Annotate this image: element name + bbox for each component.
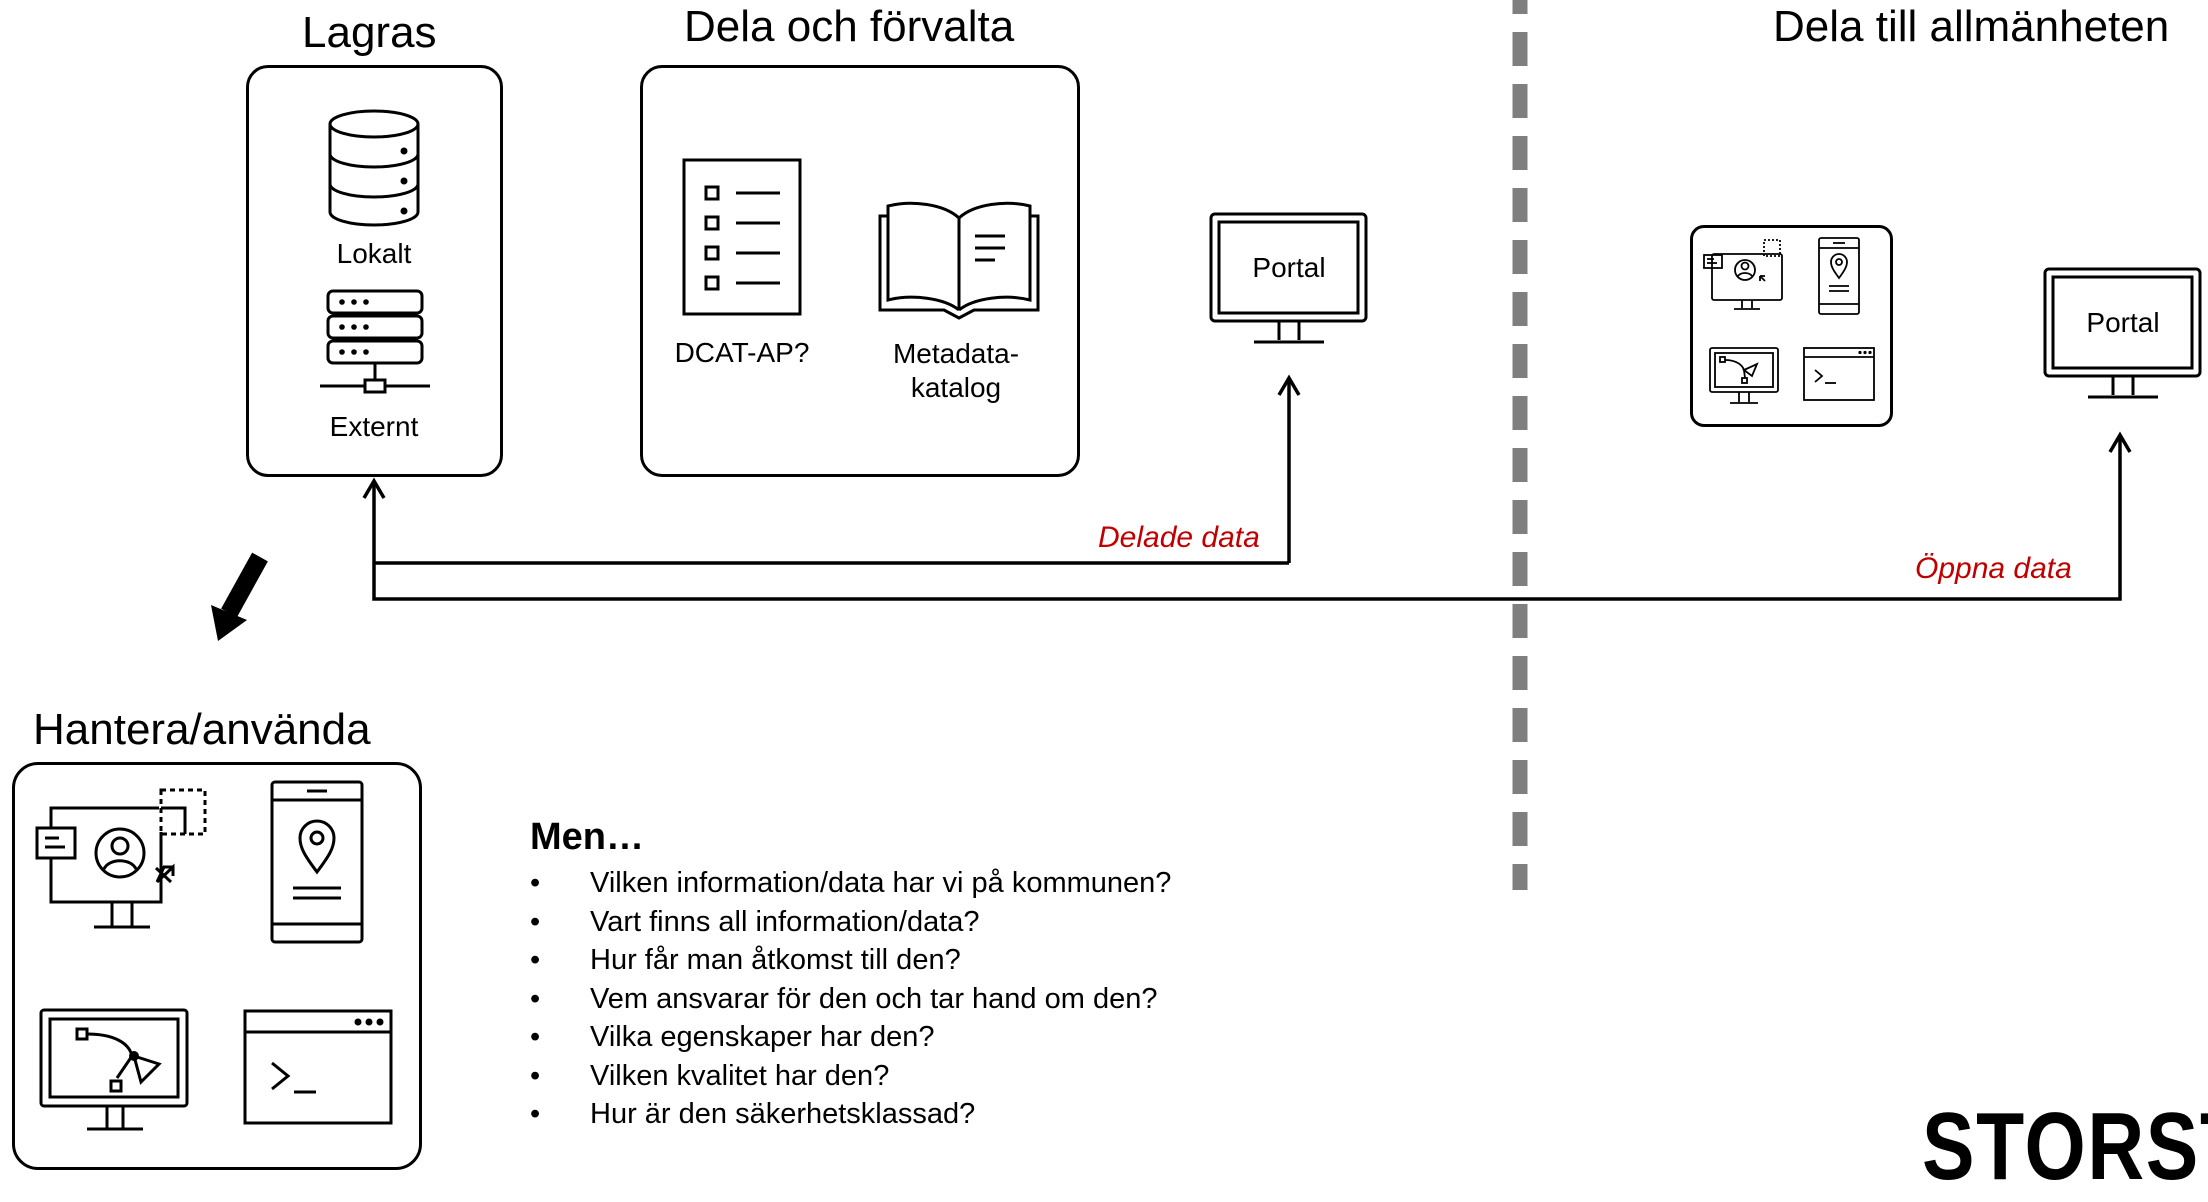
question-item: Vem ansvarar för den och tar hand om den… xyxy=(530,980,1171,1019)
dcat-label: DCAT-AP? xyxy=(674,337,810,368)
portal-label: Portal xyxy=(1252,252,1326,283)
server-icon xyxy=(320,289,430,394)
catalog-label: Metadata- katalog xyxy=(876,337,1036,405)
question-item: Vilken kvalitet har den? xyxy=(530,1057,1171,1096)
mobile-map-icon xyxy=(270,780,364,944)
question-item: Hur får man åtkomst till den? xyxy=(530,941,1171,980)
portal-monitor-icon xyxy=(1209,212,1368,344)
question-item: Hur är den säkerhetsklassad? xyxy=(530,1095,1171,1134)
storage-box xyxy=(246,65,503,477)
question-item: Vart finns all information/data? xyxy=(530,903,1171,942)
question-item: Vilka egenskaper har den? xyxy=(530,1018,1171,1057)
heading-hantera: Hantera/använda xyxy=(33,705,371,754)
public-portal-label: Portal xyxy=(2086,307,2160,338)
manage-box xyxy=(640,65,1080,477)
checklist-icon xyxy=(682,158,802,316)
open-data-arrow xyxy=(372,435,2122,601)
brand-logo: STORST xyxy=(1922,1093,2208,1200)
heading-dela-allmanheten: Dela till allmänheten xyxy=(1773,2,2170,51)
usage-box xyxy=(12,762,422,1170)
heading-dela-forvalta: Dela och förvalta xyxy=(684,2,1015,51)
question-item: Vilken information/data har vi på kommun… xyxy=(530,864,1171,903)
catalog-label-line2: katalog xyxy=(910,372,1002,403)
down-left-arrow-icon xyxy=(211,552,268,641)
heading-lagras: Lagras xyxy=(302,8,437,57)
questions-list: Vilken information/data har vi på kommun… xyxy=(530,864,1171,1134)
public-divider xyxy=(1512,0,1528,890)
questions-title: Men… xyxy=(530,816,644,858)
public-portal-monitor-icon xyxy=(2043,267,2202,399)
storage-external-label: Externt xyxy=(329,411,419,442)
public-apps-icons xyxy=(1703,237,1875,404)
shared-data-label: Delade data xyxy=(1098,521,1260,554)
public-apps-box xyxy=(1690,225,1893,427)
catalog-book-icon xyxy=(878,201,1040,320)
open-data-label: Öppna data xyxy=(1915,552,2072,585)
user-desktop-icon xyxy=(35,788,207,929)
database-icon xyxy=(328,109,420,227)
storage-local-label: Lokalt xyxy=(336,238,412,269)
catalog-label-line1: Metadata- xyxy=(892,338,1020,369)
terminal-icon xyxy=(243,1009,393,1125)
vector-editing-icon xyxy=(39,1008,189,1131)
flow-arrows xyxy=(211,374,2132,641)
